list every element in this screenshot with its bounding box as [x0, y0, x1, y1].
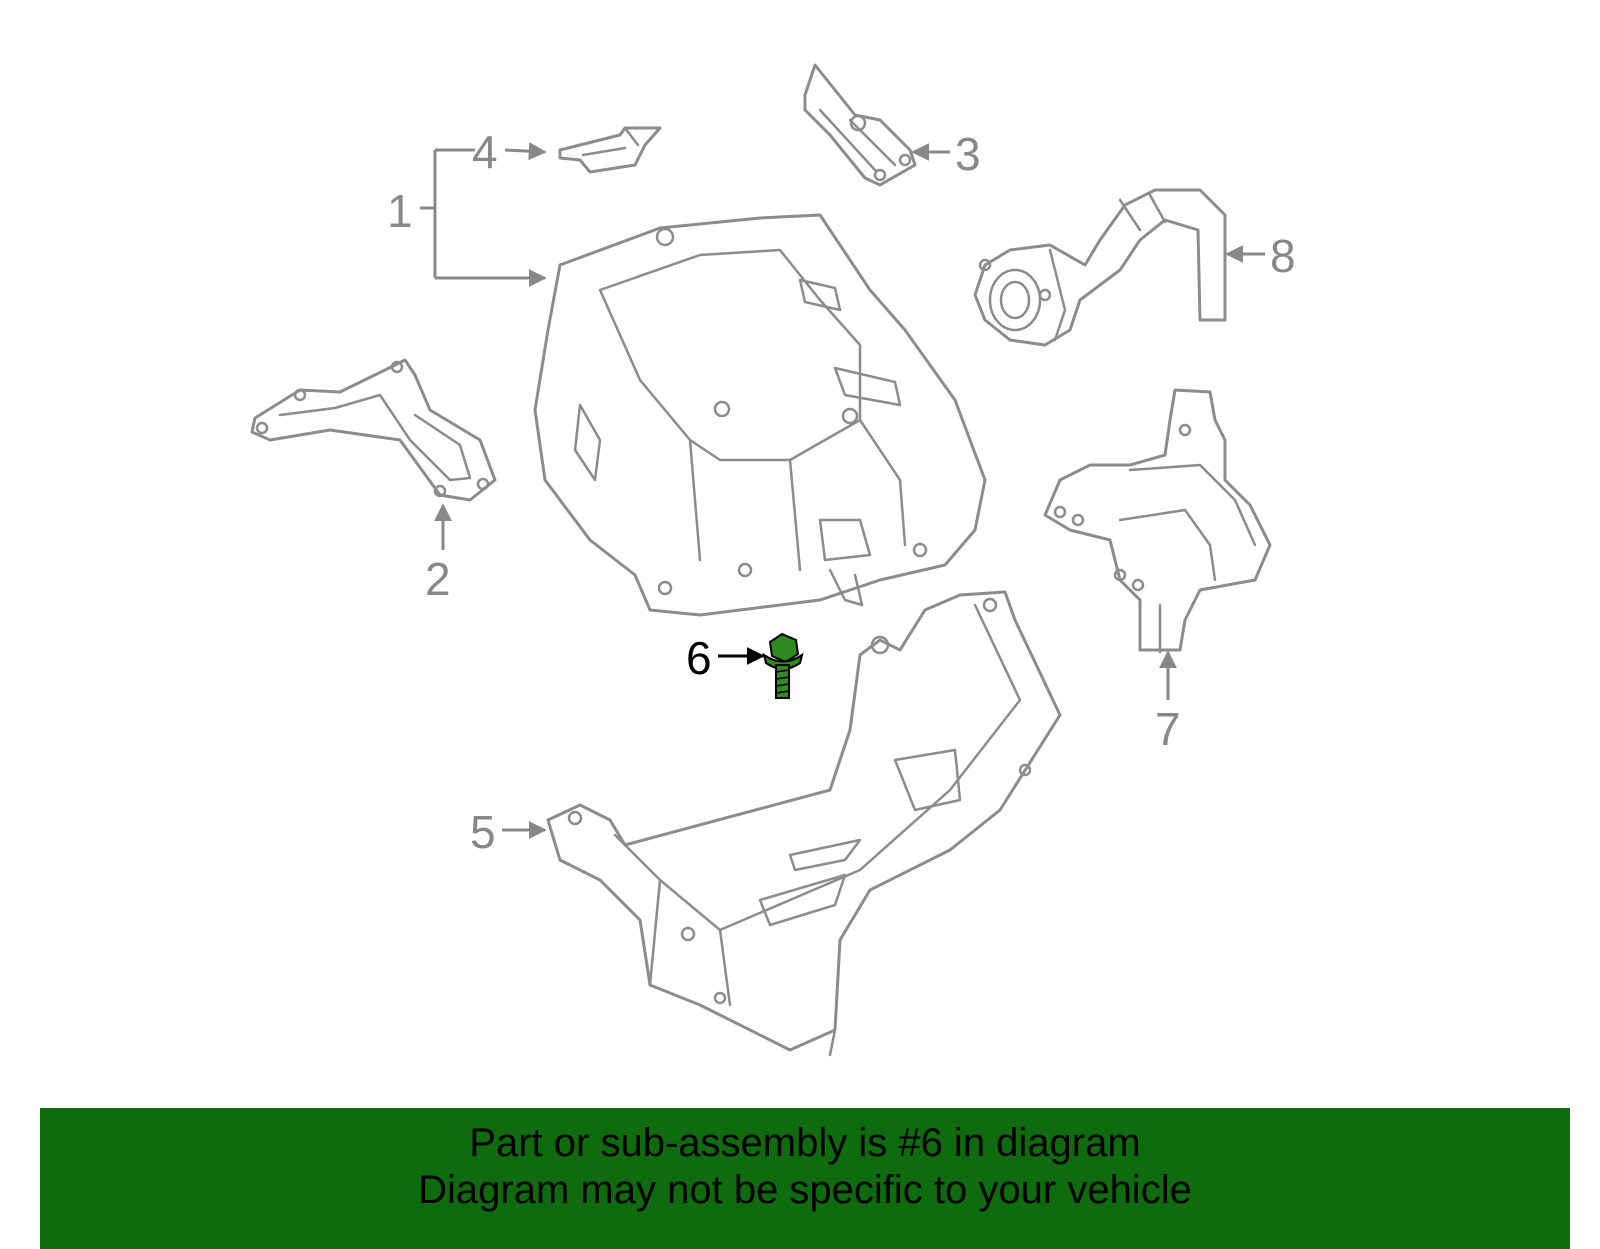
- callout-7-label: 7: [1155, 703, 1181, 755]
- callout-7: 7: [1155, 650, 1181, 755]
- callout-4-label: 4: [472, 126, 498, 178]
- part-3-bracket-rod: [803, 63, 917, 187]
- part-6-bolt: [762, 632, 804, 699]
- part-2-gasket-bracket: [250, 358, 497, 502]
- callout-8-label: 8: [1270, 230, 1296, 282]
- callout-3-label: 3: [955, 128, 981, 180]
- callout-4: 4: [472, 126, 498, 178]
- callout-5: 5: [470, 806, 547, 858]
- banner-line-1: Part or sub-assembly is #6 in diagram: [469, 1121, 1141, 1165]
- callout-8: 8: [1225, 230, 1296, 282]
- callout-3: 3: [911, 128, 981, 180]
- part-1-inverter-housing: [533, 213, 987, 617]
- callout-6: 6: [686, 632, 765, 684]
- callout-2-label: 2: [425, 553, 451, 605]
- info-banner: Part or sub-assembly is #6 in diagram Di…: [40, 1108, 1570, 1249]
- part-7-connector: [1043, 388, 1272, 654]
- part-4-clip: [558, 126, 662, 174]
- callout-1: 1: [387, 142, 547, 287]
- part-8-connector-hose: [973, 188, 1227, 347]
- banner-line-2: Diagram may not be specific to your vehi…: [418, 1168, 1192, 1212]
- callout-2: 2: [425, 503, 452, 605]
- callout-1-label: 1: [387, 185, 413, 237]
- callout-6-label: 6: [686, 632, 712, 684]
- callout-5-label: 5: [470, 806, 496, 858]
- part-5-mount-bracket: [546, 590, 1062, 1057]
